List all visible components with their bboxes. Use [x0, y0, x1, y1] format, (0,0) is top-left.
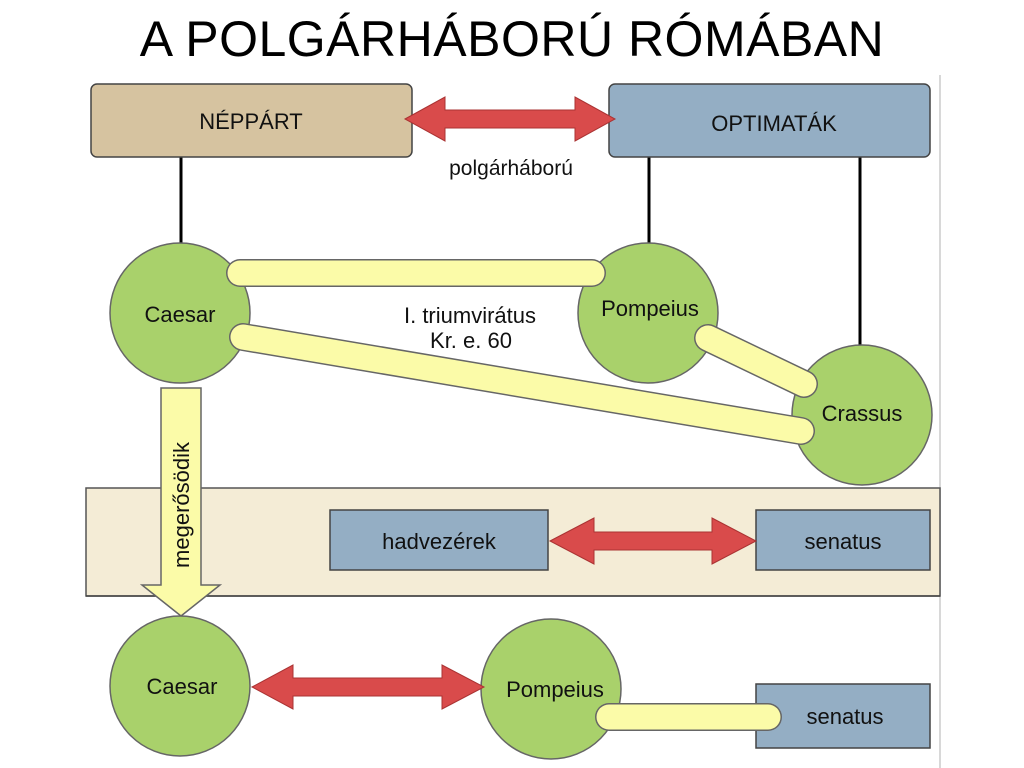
crassus-label: Crassus — [822, 401, 903, 426]
senatus-label-bottom: senatus — [806, 704, 883, 729]
megerosodik-label: megerősödik — [169, 441, 194, 568]
caesar-circle-bottom — [109, 615, 251, 757]
hadvezerek-senatus-arrow — [548, 517, 758, 565]
caesar-circle-top — [109, 242, 251, 384]
pompeius-circle-top — [577, 242, 719, 384]
senatus-box-middle — [755, 509, 931, 571]
caesar-label-top: Caesar — [145, 302, 216, 327]
neppart-label: NÉPPÁRT — [199, 109, 303, 134]
caesar-label-bottom: Caesar — [147, 674, 218, 699]
page-title: A POLGÁRHÁBORÚ RÓMÁBAN — [139, 11, 885, 67]
polgarhaboru-label: polgárháború — [449, 157, 573, 180]
senatus-label-middle: senatus — [804, 529, 881, 554]
pompeius-label-top: Pompeius — [601, 296, 699, 321]
hadvezerek-box — [329, 509, 549, 571]
optimatak-label: OPTIMATÁK — [711, 111, 837, 136]
civil-war-arrow — [403, 96, 617, 142]
triumviratus-date-label: Kr. e. 60 — [430, 328, 512, 353]
triumviratus-label: I. triumvirátus — [404, 303, 536, 328]
hadvezerek-label: hadvezérek — [382, 529, 497, 554]
megerosodik-arrow — [139, 387, 223, 617]
caesar-crassus-bar — [230, 324, 814, 444]
pompeius-label-bottom: Pompeius — [506, 677, 604, 702]
senatus-box-bottom — [755, 683, 931, 749]
crassus-circle — [791, 344, 933, 486]
caesar-pompeius-war-arrow — [250, 664, 486, 710]
pompeius-crassus-bar — [695, 325, 817, 397]
